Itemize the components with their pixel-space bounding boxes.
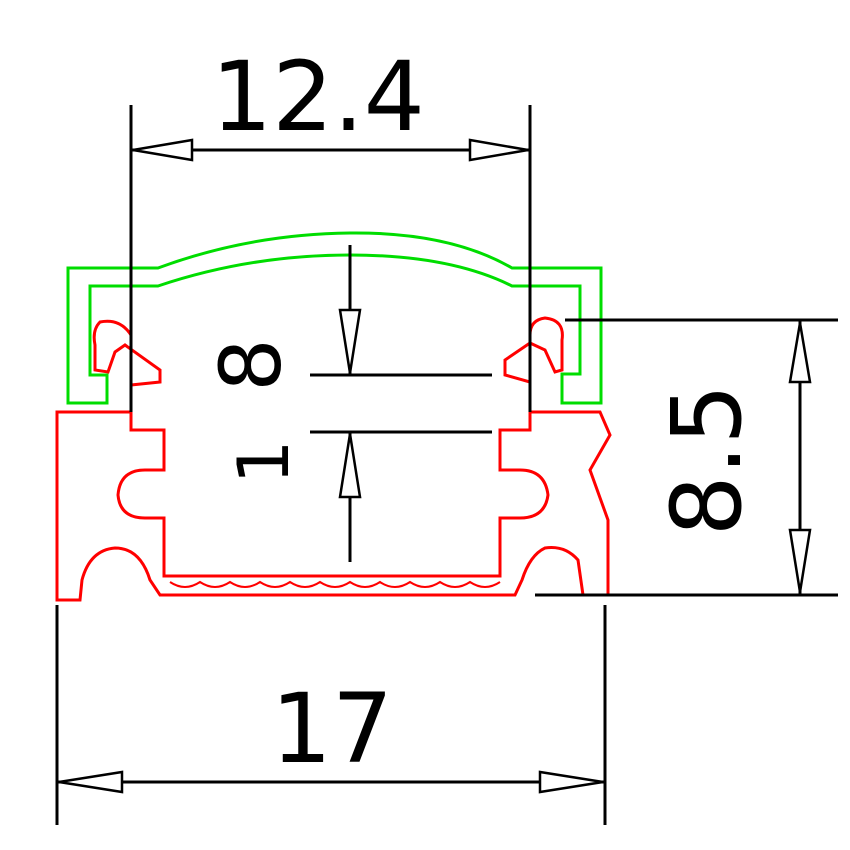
right-clip [503, 316, 564, 412]
left-clip [92, 319, 162, 412]
dim-1-arrow [338, 433, 362, 499]
dim-12-4-arrow-left [132, 138, 194, 162]
dim-12-4-label: 12.4 [211, 41, 425, 153]
dim-8-5-label: 8.5 [651, 384, 763, 537]
dim-17-arrow-right [538, 770, 604, 794]
dim-1-label: 1 [223, 440, 305, 485]
dim-12-4-arrow-right [468, 138, 529, 162]
diffuser-cover [66, 231, 603, 405]
profile-bottom-ripple [169, 580, 501, 588]
dim-17-arrow-left [58, 770, 124, 794]
dim-8-5-arrow-bottom [788, 528, 812, 593]
dim-8-arrow [338, 308, 362, 374]
dim-17-label: 17 [271, 673, 393, 785]
dim-8-5-arrow-top [788, 322, 812, 384]
dim-8-label: 8 [202, 338, 300, 391]
aluminium-profile [55, 410, 612, 602]
